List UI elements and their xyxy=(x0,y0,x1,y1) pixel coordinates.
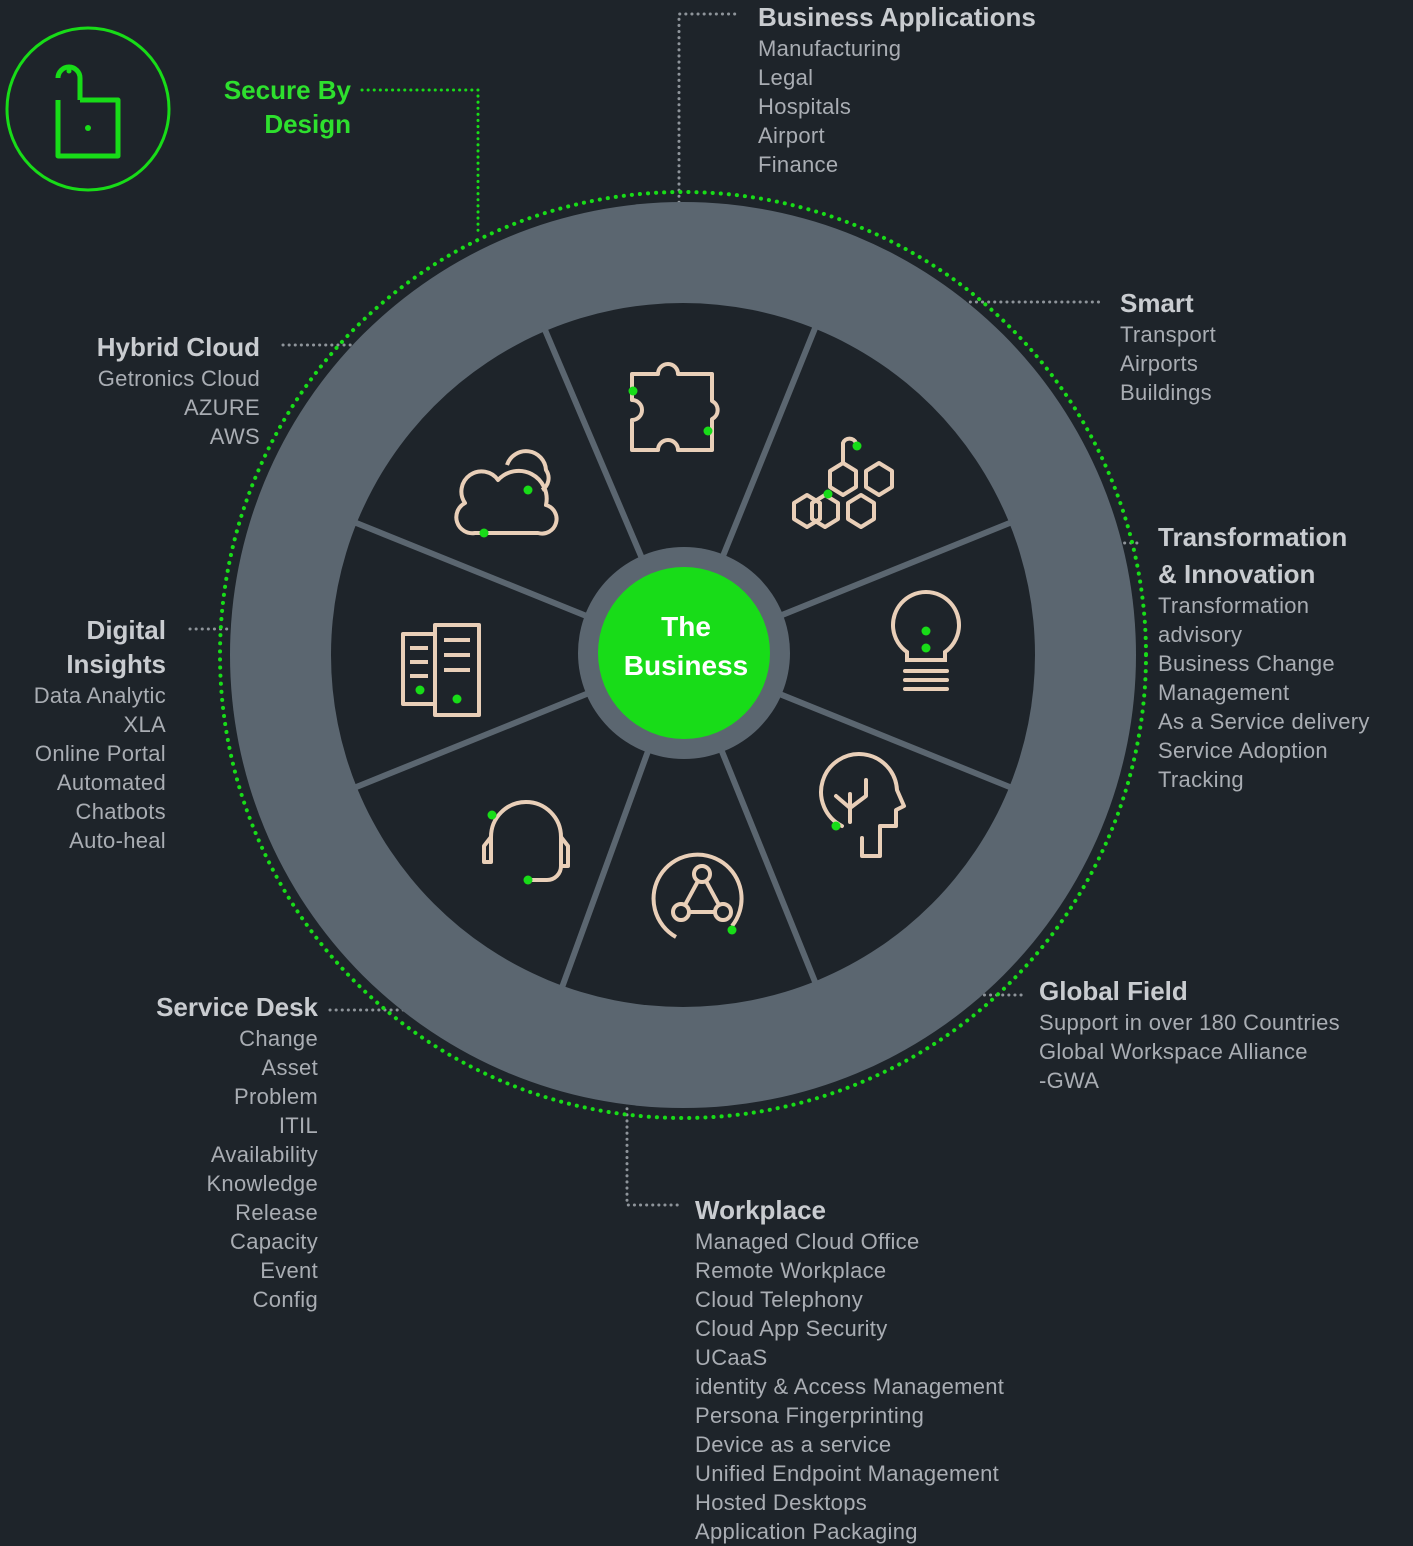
list-item: Airports xyxy=(1120,351,1199,376)
list-item: Getronics Cloud xyxy=(97,366,260,391)
secure-dotted-ring xyxy=(218,190,1148,1120)
wheel-spoke xyxy=(541,326,647,565)
list-item: Manufacturing xyxy=(758,36,902,61)
list-item: AWS xyxy=(209,424,260,449)
hybrid-cloud-title: Hybrid Cloud xyxy=(96,332,260,362)
lightbulb-icon xyxy=(891,590,961,691)
connector-business-applications xyxy=(677,12,737,302)
list-item: Airport xyxy=(758,123,825,148)
list-item: Chatbots xyxy=(75,799,166,824)
center-hub xyxy=(598,567,770,739)
list-item: Change xyxy=(239,1026,318,1051)
wheel-spoke xyxy=(558,747,652,991)
list-item: Application Packaging xyxy=(695,1519,918,1544)
unlocked-padlock-icon xyxy=(55,64,121,159)
list-item: Transformation xyxy=(1158,593,1310,618)
list-item: Data Analytic xyxy=(33,683,166,708)
list-item: ITIL xyxy=(278,1113,318,1138)
list-item: Hosted Desktops xyxy=(695,1490,868,1515)
list-item: Buildings xyxy=(1120,380,1212,405)
service-desk-block: Service Desk Change Asset Problem ITIL A… xyxy=(156,990,318,1314)
list-item: Legal xyxy=(758,65,814,90)
list-item: Managed Cloud Office xyxy=(695,1229,920,1254)
list-item: -GWA xyxy=(1039,1068,1100,1093)
list-item: Management xyxy=(1158,680,1290,705)
connector-secure xyxy=(360,88,480,237)
business-applications-block: Business Applications Manufacturing Lega… xyxy=(758,0,1036,179)
list-item: Event xyxy=(260,1258,318,1283)
wheel-spoke xyxy=(774,689,1015,792)
wheel-spoke xyxy=(351,518,592,621)
secure-title-line1: Secure By xyxy=(223,75,351,105)
document-server-icon xyxy=(401,623,481,717)
list-item: advisory xyxy=(1158,622,1243,647)
wheel-spoke xyxy=(717,323,820,564)
hexagon-cluster-icon xyxy=(792,436,894,529)
workplace-block: Workplace Managed Cloud Office Remote Wo… xyxy=(695,1193,1004,1546)
secure-badge-circle xyxy=(5,26,171,192)
list-item: AZURE xyxy=(183,395,260,420)
digital-insights-title-line2: Insights xyxy=(66,649,166,679)
list-item: Support in over 180 Countries xyxy=(1039,1010,1340,1035)
list-item: Cloud App Security xyxy=(695,1316,888,1341)
list-item: identity & Access Management xyxy=(695,1374,1005,1399)
list-item: Device as a service xyxy=(695,1432,892,1457)
list-item: Release xyxy=(235,1200,318,1225)
wheel-spokes xyxy=(351,323,1015,991)
hybrid-cloud-block: Hybrid Cloud Getronics Cloud AZURE AWS xyxy=(97,330,260,451)
list-item: Finance xyxy=(758,152,839,177)
headset-icon xyxy=(482,800,570,885)
list-item: Knowledge xyxy=(206,1171,318,1196)
list-item: As a Service delivery xyxy=(1158,709,1370,734)
list-item: Persona Fingerprinting xyxy=(695,1403,925,1428)
list-item: Auto-heal xyxy=(69,828,166,853)
list-item: Transport xyxy=(1120,322,1217,347)
smart-title: Smart xyxy=(1120,288,1194,318)
puzzle-piece-icon xyxy=(628,362,720,452)
list-item: Availability xyxy=(210,1142,318,1167)
digital-insights-title-line1: Digital xyxy=(86,615,166,645)
list-item: Service Adoption xyxy=(1158,738,1328,763)
list-item: Problem xyxy=(233,1084,318,1109)
list-item: Tracking xyxy=(1158,767,1244,792)
list-item: Unified Endpoint Management xyxy=(695,1461,1000,1486)
list-item: Business Change xyxy=(1158,651,1335,676)
global-field-title: Global Field xyxy=(1039,976,1188,1006)
smart-block: Smart Transport Airports Buildings xyxy=(1120,286,1216,407)
global-field-block: Global Field Support in over 180 Countri… xyxy=(1039,974,1340,1095)
transformation-title-line2: & Innovation xyxy=(1158,559,1316,589)
center-title-line1: The xyxy=(661,611,711,642)
secure-by-design-label: Secure By Design xyxy=(224,73,351,141)
wheel-spoke xyxy=(717,746,820,987)
center-title-line2: Business xyxy=(624,650,749,681)
list-item: Global Workspace Alliance xyxy=(1039,1039,1308,1064)
head-circuit-icon xyxy=(819,752,906,858)
list-item: Config xyxy=(252,1287,318,1312)
secure-title-line2: Design xyxy=(264,109,351,139)
list-item: Cloud Telephony xyxy=(695,1287,863,1312)
connected-nodes-icon xyxy=(651,852,744,939)
transformation-title-line1: Transformation xyxy=(1158,522,1348,552)
list-item: Remote Workplace xyxy=(695,1258,887,1283)
service-desk-title: Service Desk xyxy=(156,992,318,1022)
cloud-icon xyxy=(454,449,559,538)
list-item: Capacity xyxy=(230,1229,318,1254)
workplace-title: Workplace xyxy=(695,1195,827,1225)
list-item: Asset xyxy=(261,1055,318,1080)
list-item: Hospitals xyxy=(758,94,852,119)
list-item: Automated xyxy=(56,770,166,795)
wheel-spoke xyxy=(774,518,1015,621)
digital-insights-block: Digital Insights Data Analytic XLA Onlin… xyxy=(34,613,166,855)
transformation-block: Transformation & Innovation Transformati… xyxy=(1158,518,1370,794)
list-item: Online Portal xyxy=(34,741,166,766)
wheel-spoke xyxy=(351,689,592,792)
list-item: UCaaS xyxy=(695,1345,768,1370)
business-applications-title: Business Applications xyxy=(758,2,1036,32)
list-item: XLA xyxy=(123,712,166,737)
